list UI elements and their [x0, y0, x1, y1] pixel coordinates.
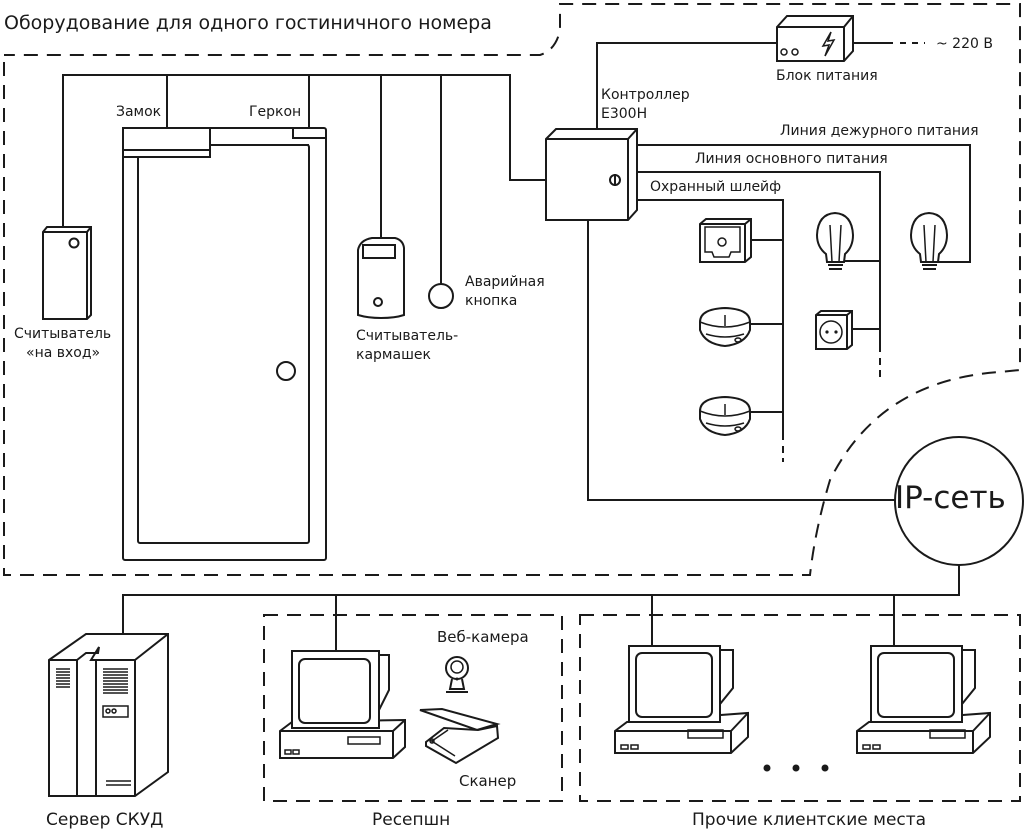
main-power-line-label: Линия основного питания	[695, 151, 888, 167]
emergency-button-icon	[428, 283, 454, 309]
standby-power-line	[637, 144, 971, 263]
controller-label-2: E300H	[601, 106, 648, 122]
scanner-icon	[419, 707, 501, 765]
door-icon	[122, 127, 327, 561]
scanner-label: Сканер	[459, 772, 517, 790]
power-unit-icon	[776, 15, 854, 62]
controller-label-1: Контроллер	[601, 87, 690, 103]
lamp-icon	[909, 211, 949, 270]
lock-label: Замок	[116, 104, 162, 120]
sensor-icon	[699, 218, 752, 263]
standby-power-line-label: Линия дежурного питания	[780, 123, 979, 139]
pocket-reader-label-2: кармашек	[356, 347, 431, 363]
server-label: Сервер СКУД	[46, 810, 164, 830]
mains-label: ~ 220 В	[936, 36, 993, 52]
pocket-reader-icon	[357, 237, 405, 320]
emergency-button-label-1: Аварийная	[465, 274, 545, 290]
power-socket-icon	[815, 310, 853, 350]
client-computer-icon	[856, 645, 991, 754]
server-icon	[48, 633, 169, 797]
main-power-line	[637, 171, 881, 352]
wire-ip-to-clients	[122, 565, 960, 635]
smoke-detector-icon	[699, 306, 751, 348]
wire-top-bus	[62, 74, 546, 232]
reception-boundary	[263, 614, 563, 802]
wire-controller-to-power	[596, 42, 777, 129]
security-loop-line	[637, 199, 784, 440]
lamp-icon	[815, 211, 855, 270]
entry-reader-label-1: Считыватель	[14, 326, 112, 342]
controller-icon	[545, 128, 638, 221]
reception-computer-icon	[279, 650, 406, 759]
emergency-button-label-2: кнопка	[465, 293, 518, 309]
reception-label: Ресепшн	[372, 810, 451, 830]
power-unit-label: Блок питания	[776, 68, 878, 84]
client-computer-icon	[614, 645, 749, 754]
webcam-label: Веб-камера	[437, 628, 529, 646]
ip-network-label: IP-сеть	[895, 480, 1006, 516]
entry-reader-label-2: «на вход»	[26, 345, 101, 361]
room-boundary	[3, 3, 1021, 576]
smoke-detector-icon	[699, 395, 751, 437]
entry-reader-icon	[42, 226, 92, 320]
clients-boundary	[579, 614, 1021, 802]
more-clients-ellipsis	[763, 764, 829, 772]
security-loop-label: Охранный шлейф	[650, 179, 782, 195]
wire-controller-to-ip	[587, 220, 895, 501]
other-clients-label: Прочие клиентские места	[692, 810, 927, 830]
reed-switch-label: Геркон	[249, 104, 302, 120]
webcam-icon	[445, 656, 469, 693]
pocket-reader-label-1: Считыватель-	[356, 328, 459, 344]
diagram-title: Оборудование для одного гостиничного ном…	[4, 12, 492, 34]
